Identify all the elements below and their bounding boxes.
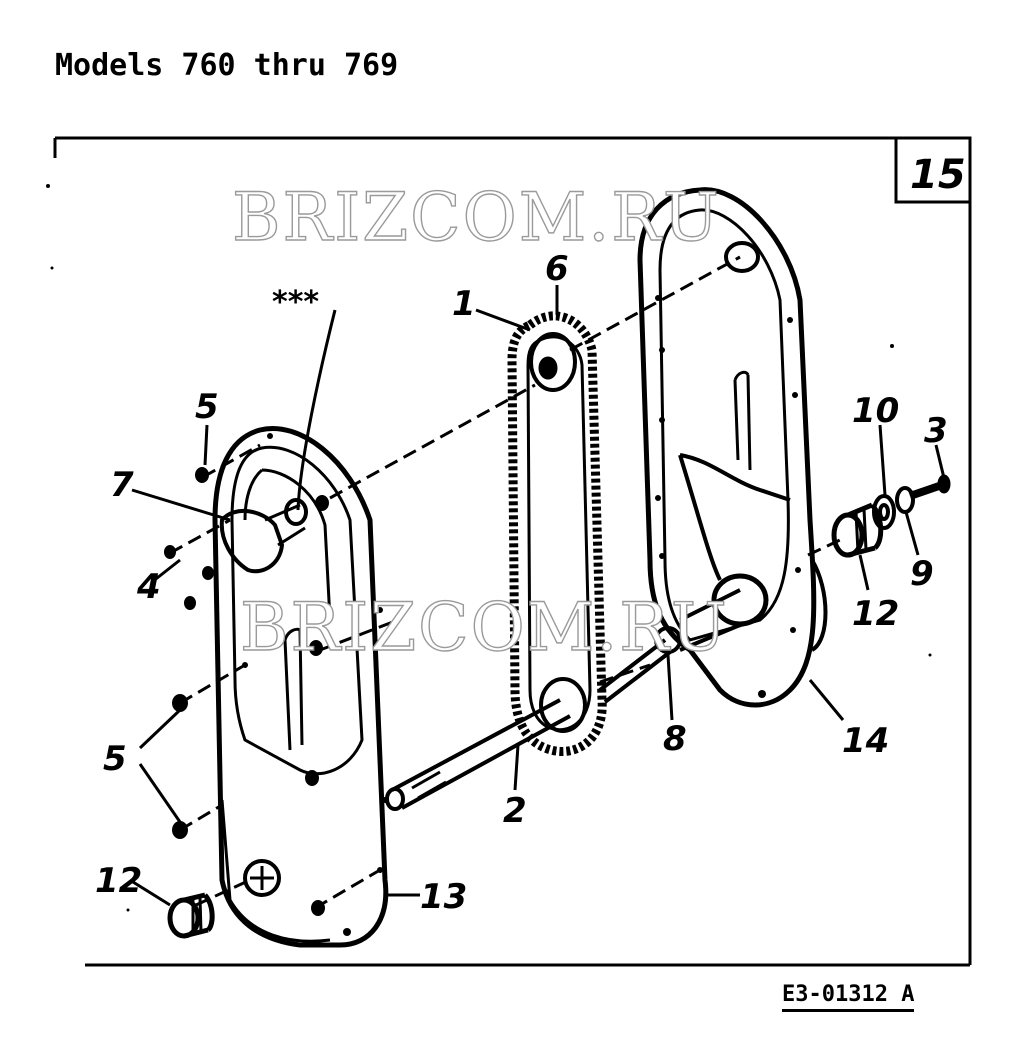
callout-labels: *** 1 6 5 7 4 5 12 13 2 8 14 12 10 9 3 <box>95 249 948 917</box>
bolts-parts-4-5 <box>164 467 329 916</box>
callout-12-lower: 12 <box>95 861 142 901</box>
washer-part-9 <box>895 486 915 514</box>
drive-chain-part-1 <box>507 311 607 756</box>
callout-5-top: 5 <box>195 387 219 427</box>
callout-14: 14 <box>842 721 889 761</box>
drawing-code: E3-01312 A <box>782 982 915 1012</box>
callout-8: 8 <box>663 719 687 759</box>
callout-10: 10 <box>852 391 899 431</box>
figure-number-box: 15 <box>894 136 972 204</box>
callout-5-bottom: 5 <box>103 739 127 779</box>
plate-part-7 <box>219 498 308 574</box>
callout-13: 13 <box>420 877 467 917</box>
callout-3: 3 <box>924 411 948 451</box>
callout-4: 4 <box>136 567 161 607</box>
front-cover-part-13 <box>212 426 389 948</box>
callout-6: 6 <box>545 249 569 289</box>
callout-9: 9 <box>910 554 934 594</box>
watermark-top: BRIZCOM.RU <box>232 179 721 256</box>
leader-lines <box>131 285 946 907</box>
bolt-part-3 <box>908 474 951 500</box>
watermark-middle: BRIZCOM.RU <box>240 589 729 666</box>
callout-stars: *** <box>272 285 319 320</box>
page-title: Models 760 thru 769 <box>55 48 399 83</box>
washer-part-10 <box>872 494 896 530</box>
scan-specks <box>46 184 932 912</box>
diagram-frame <box>53 136 972 967</box>
callout-12-right: 12 <box>852 594 899 634</box>
callout-7: 7 <box>110 465 134 505</box>
assembly-lines <box>169 255 841 910</box>
callout-2: 2 <box>503 791 527 831</box>
rear-housing-part-14 <box>637 187 828 708</box>
callout-1: 1 <box>452 284 476 324</box>
figure-number: 15 <box>910 152 966 198</box>
housing-bolt-holes <box>655 295 801 698</box>
